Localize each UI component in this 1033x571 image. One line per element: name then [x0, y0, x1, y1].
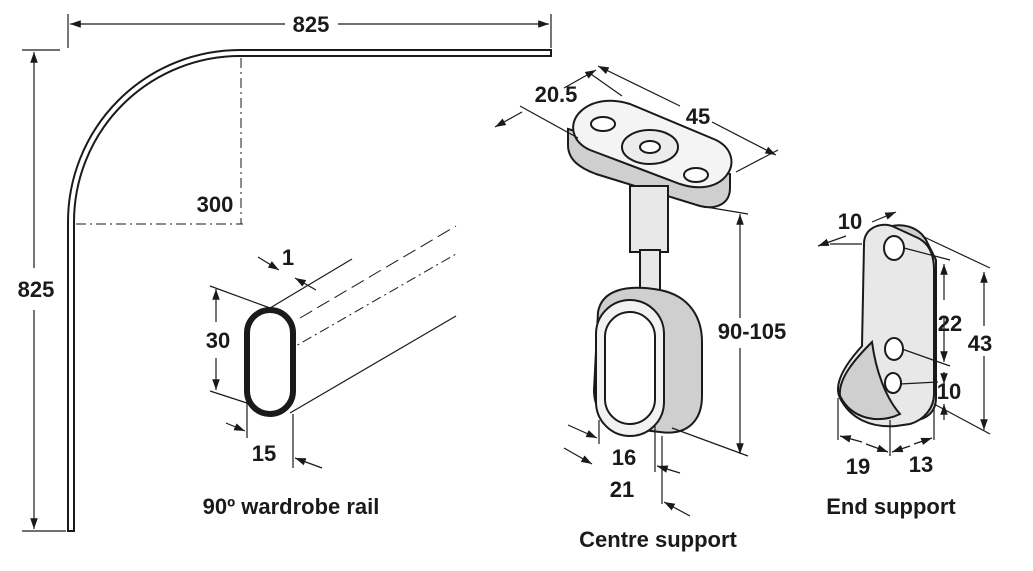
- end-hole-middle: [884, 337, 904, 361]
- wall-dimension-right: [294, 277, 317, 291]
- tube-axis: [267, 253, 457, 363]
- tube-back-line: [299, 225, 457, 319]
- wall-dimension-left: [257, 256, 280, 271]
- plate-hole-right: [683, 167, 709, 183]
- section-width-dimension-right: [294, 457, 323, 469]
- plate-length-dimension-b: [711, 121, 777, 156]
- hole-spacing-ext-top: [903, 247, 951, 261]
- inner-width-label: 16: [612, 445, 636, 470]
- tube-bottom-edge: [289, 315, 457, 414]
- section-height-bottom-ext: [209, 390, 251, 405]
- plate-boss-hole: [639, 140, 661, 154]
- outer-width-label: 21: [610, 477, 634, 502]
- tube-top-edge: [269, 258, 353, 309]
- section-width-dimension-left: [225, 422, 246, 432]
- hole-spacing-label: 22: [938, 311, 962, 336]
- rail-width-label: 825: [293, 12, 330, 37]
- inner-width-dimension-left: [567, 424, 598, 439]
- end-height-ext-top: [921, 235, 991, 269]
- plate-hole-left: [590, 116, 616, 132]
- width-dimension-left: [891, 444, 911, 453]
- width-dimension-right: [913, 437, 933, 446]
- depth-label: 19: [846, 454, 870, 479]
- rail-radius-label: 300: [197, 192, 234, 217]
- plate-length-label: 45: [686, 104, 710, 129]
- thickness-dimension-a: [817, 235, 847, 247]
- end-hole-bottom: [884, 372, 902, 394]
- width-label: 13: [909, 452, 933, 477]
- bottom-label: 10: [937, 379, 961, 404]
- section-height-label: 30: [206, 328, 230, 353]
- rail-caption: 90º wardrobe rail: [203, 494, 380, 519]
- rail-curve: [67, 49, 552, 532]
- centre-support-diagram: 20.5 45 90-105 16 21 Centre support: [494, 65, 787, 552]
- rail-section-diagram: 1 30 15: [206, 225, 457, 469]
- end-support-caption: End support: [826, 494, 956, 519]
- end-support-diagram: 10 22 43 10 19 13 End support: [817, 209, 992, 519]
- bottom-ext: [899, 381, 939, 385]
- rail-height-label: 825: [18, 277, 55, 302]
- wardrobe-rail-diagram: 825 825 300 90º wardrobe rail: [18, 12, 552, 532]
- end-height-ext-bottom: [933, 403, 991, 435]
- depth-dimension-left: [839, 435, 863, 443]
- end-support-cup: [838, 339, 902, 421]
- support-height-label: 90-105: [718, 319, 787, 344]
- wall-thickness-label: 1: [282, 245, 294, 270]
- end-hole-top: [883, 235, 905, 261]
- plate-width-label: 20.5: [535, 82, 578, 107]
- depth-dimension-right: [865, 443, 889, 453]
- tube-profile-outer: [244, 307, 296, 417]
- support-stem-upper: [629, 185, 669, 253]
- plate-width-dimension-b: [563, 69, 597, 89]
- support-height-ext-top: [699, 205, 749, 215]
- support-height-ext-bottom: [671, 427, 749, 457]
- plate-width-dimension-a: [494, 111, 523, 128]
- end-height-label: 43: [968, 331, 992, 356]
- centre-support-caption: Centre support: [579, 527, 737, 552]
- hole-spacing-ext-bottom: [901, 348, 951, 367]
- support-holder-opening: [604, 311, 656, 425]
- inner-width-dimension-right: [656, 465, 681, 474]
- plate-length-dimension-a: [597, 65, 681, 107]
- outer-width-dimension-left: [563, 447, 593, 465]
- section-width-label: 15: [252, 441, 276, 466]
- outer-width-dimension-right: [663, 501, 691, 517]
- plate-width-ext-left: [519, 105, 579, 139]
- thickness-dimension-b: [871, 211, 897, 223]
- section-height-top-ext: [209, 285, 271, 309]
- thickness-label: 10: [838, 209, 862, 234]
